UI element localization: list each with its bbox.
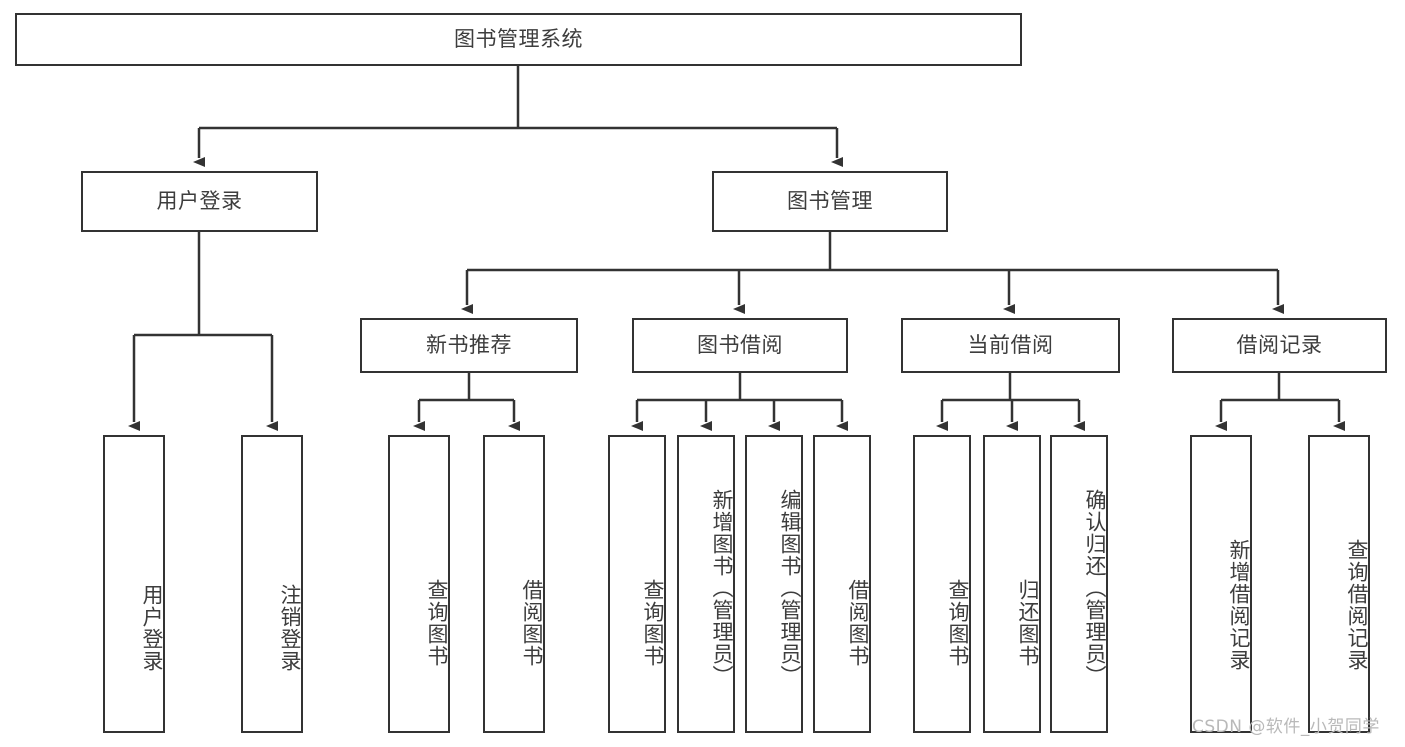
node-leaf-query-book-borrow-label: 查询图书 bbox=[641, 579, 665, 667]
node-leaf-user-login[interactable]: 用户登录 bbox=[103, 435, 165, 733]
node-leaf-borrow-book-rec-label: 借阅图书 bbox=[520, 579, 544, 667]
node-leaf-edit-book-admin-label: 编辑图书（管理员） bbox=[778, 489, 802, 687]
watermark-text: CSDN @软件_小贺同学 bbox=[1192, 717, 1380, 737]
node-book-borrow[interactable]: 图书借阅 bbox=[632, 318, 848, 373]
node-leaf-return-book[interactable]: 归还图书 bbox=[983, 435, 1041, 733]
node-leaf-user-login-label: 用户登录 bbox=[140, 584, 164, 672]
node-leaf-confirm-return-admin-label: 确认归还（管理员） bbox=[1083, 489, 1107, 687]
node-leaf-query-borrow-record-label: 查询借阅记录 bbox=[1345, 539, 1369, 671]
node-book-manage-label: 图书管理 bbox=[787, 188, 873, 213]
node-leaf-add-borrow-record-label: 新增借阅记录 bbox=[1227, 539, 1251, 671]
node-new-book-recommend[interactable]: 新书推荐 bbox=[360, 318, 578, 373]
node-leaf-query-book-current[interactable]: 查询图书 bbox=[913, 435, 971, 733]
node-leaf-confirm-return-admin[interactable]: 确认归还（管理员） bbox=[1050, 435, 1108, 733]
node-leaf-borrow-book-label: 借阅图书 bbox=[846, 579, 870, 667]
node-user-login-label: 用户登录 bbox=[156, 188, 243, 213]
node-leaf-add-borrow-record[interactable]: 新增借阅记录 bbox=[1190, 435, 1252, 733]
node-current-borrow[interactable]: 当前借阅 bbox=[901, 318, 1120, 373]
node-leaf-edit-book-admin[interactable]: 编辑图书（管理员） bbox=[745, 435, 803, 733]
node-leaf-query-book-borrow[interactable]: 查询图书 bbox=[608, 435, 666, 733]
node-leaf-logout-label: 注销登录 bbox=[278, 584, 302, 672]
node-leaf-add-book-admin-label: 新增图书（管理员） bbox=[710, 489, 734, 687]
node-leaf-return-book-label: 归还图书 bbox=[1016, 579, 1040, 667]
node-new-book-recommend-label: 新书推荐 bbox=[426, 332, 512, 357]
node-current-borrow-label: 当前借阅 bbox=[967, 332, 1054, 357]
node-leaf-logout[interactable]: 注销登录 bbox=[241, 435, 303, 733]
node-leaf-query-book-rec[interactable]: 查询图书 bbox=[388, 435, 450, 733]
node-root[interactable]: 图书管理系统 bbox=[15, 13, 1022, 66]
node-leaf-borrow-book-rec[interactable]: 借阅图书 bbox=[483, 435, 545, 733]
node-book-manage[interactable]: 图书管理 bbox=[712, 171, 948, 232]
node-user-login[interactable]: 用户登录 bbox=[81, 171, 318, 232]
node-leaf-add-book-admin[interactable]: 新增图书（管理员） bbox=[677, 435, 735, 733]
node-borrow-record-label: 借阅记录 bbox=[1236, 332, 1323, 357]
node-root-label: 图书管理系统 bbox=[454, 26, 583, 51]
node-borrow-record[interactable]: 借阅记录 bbox=[1172, 318, 1387, 373]
node-leaf-borrow-book[interactable]: 借阅图书 bbox=[813, 435, 871, 733]
node-book-borrow-label: 图书借阅 bbox=[697, 332, 783, 357]
node-leaf-query-borrow-record[interactable]: 查询借阅记录 bbox=[1308, 435, 1370, 733]
node-leaf-query-book-rec-label: 查询图书 bbox=[425, 579, 449, 667]
node-leaf-query-book-current-label: 查询图书 bbox=[946, 579, 970, 667]
